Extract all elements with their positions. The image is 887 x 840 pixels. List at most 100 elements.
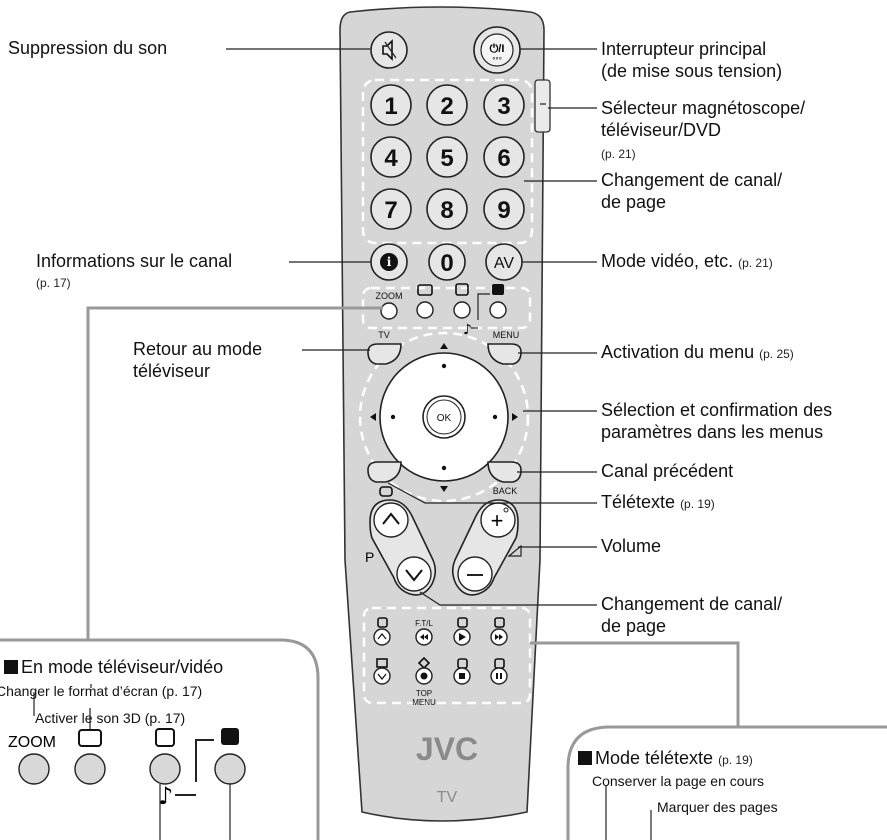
p-label: P bbox=[365, 549, 374, 565]
sound-3d-label: Activer le son 3D (p. 17) bbox=[35, 710, 186, 726]
chevron-up-icon bbox=[382, 512, 400, 525]
menu-activation-label: Activation du menu (p. 25) bbox=[601, 342, 794, 362]
side-selector-switch[interactable] bbox=[534, 79, 551, 133]
ok-button[interactable] bbox=[422, 395, 466, 439]
digit-label: 5 bbox=[440, 145, 453, 172]
stop-icon bbox=[459, 673, 465, 679]
nav-down[interactable] bbox=[441, 465, 447, 471]
digit-button-9[interactable] bbox=[483, 188, 525, 230]
tv-return-label-line2: téléviseur bbox=[133, 361, 211, 381]
panel-sound-icon bbox=[221, 728, 239, 745]
ok-label: OK bbox=[437, 413, 452, 424]
tv-button[interactable] bbox=[367, 343, 402, 365]
digit-label: 2 bbox=[440, 93, 453, 120]
menu-activation-page-ref: (p. 25) bbox=[759, 347, 794, 361]
select-confirm-label-line1: Sélection et confirmation des bbox=[601, 400, 833, 420]
power-icon: ⏻/I bbox=[490, 42, 505, 55]
digit-button-0[interactable] bbox=[428, 243, 466, 281]
back-label: BACK bbox=[493, 486, 518, 496]
panel-3d-button bbox=[74, 753, 106, 785]
nav-up[interactable] bbox=[441, 363, 447, 369]
record-icon bbox=[420, 672, 428, 680]
digit-button-1[interactable] bbox=[370, 84, 412, 126]
play-icon bbox=[459, 633, 466, 641]
book-icon bbox=[376, 658, 388, 668]
screen-format-label: Changer le format d’écran (p. 17) bbox=[0, 683, 203, 699]
channel-label-line1: Changement de canal/ bbox=[601, 170, 783, 190]
info-icon bbox=[380, 253, 398, 271]
teletext-panel-page-ref: (p. 19) bbox=[718, 753, 753, 767]
teletext-up-button[interactable] bbox=[373, 628, 391, 646]
index-icon bbox=[494, 617, 505, 628]
sound-mode-button[interactable] bbox=[489, 301, 507, 319]
channel-label-line2: de page bbox=[601, 192, 667, 212]
teletext-panel-title: Mode télétexte (p. 19) bbox=[578, 748, 753, 769]
digit-label: 7 bbox=[384, 197, 397, 224]
sound-3d-icon bbox=[417, 284, 433, 296]
panel-zoom-label: ZOOM bbox=[8, 734, 56, 751]
teletext-panel bbox=[566, 725, 887, 840]
music-note-icon: ♪ bbox=[463, 322, 472, 338]
sound-3d-button[interactable] bbox=[416, 301, 434, 319]
panel-zoom-button bbox=[18, 753, 50, 785]
menu-label: MENU bbox=[493, 330, 520, 340]
prev-channel-label: Canal précédent bbox=[601, 461, 734, 481]
hold-page-label: Conserver la page en cours bbox=[592, 773, 764, 789]
channel-up-button[interactable] bbox=[373, 502, 409, 538]
rewind-icon bbox=[420, 634, 428, 640]
nav-group-outline bbox=[358, 331, 530, 503]
digit-label: 1 bbox=[384, 93, 397, 120]
chevron-down-icon bbox=[405, 569, 423, 582]
power-label-line2: (de mise sous tension) bbox=[601, 61, 783, 81]
brand-sub: TV bbox=[437, 789, 458, 806]
number-group-outline bbox=[361, 78, 534, 245]
zoom-button[interactable] bbox=[380, 302, 398, 320]
power-label-line1: Interrupteur principal bbox=[601, 39, 767, 59]
digit-button-4[interactable] bbox=[370, 136, 412, 178]
channel-b-label-line1: Changement de canal/ bbox=[601, 594, 783, 614]
selector-label-line2: téléviseur/DVD bbox=[601, 120, 722, 140]
digit-label: 4 bbox=[384, 145, 398, 172]
info-label: Informations sur le canal bbox=[36, 251, 233, 271]
nav-left[interactable] bbox=[390, 414, 396, 420]
teletext-button[interactable] bbox=[367, 461, 402, 483]
selector-page-ref: (p. 21) bbox=[601, 147, 636, 161]
panel-picture-button bbox=[149, 753, 181, 785]
picture-mode-button[interactable] bbox=[453, 301, 471, 319]
teletext-page-ref: (p. 19) bbox=[680, 497, 715, 511]
ftl-label: F.T/L bbox=[415, 619, 433, 628]
speaker-muted-icon bbox=[382, 39, 397, 61]
nav-right[interactable] bbox=[492, 414, 498, 420]
pause-button[interactable] bbox=[490, 667, 508, 685]
teletext-label: Télétexte (p. 19) bbox=[601, 492, 715, 512]
digit-label: 3 bbox=[497, 93, 510, 120]
teletext-down-button[interactable] bbox=[373, 667, 391, 685]
digit-button-3[interactable] bbox=[483, 84, 525, 126]
mute-button[interactable] bbox=[370, 31, 408, 69]
arrow-up-icon bbox=[440, 343, 448, 349]
tv-video-panel bbox=[0, 638, 320, 840]
menu-button[interactable] bbox=[487, 343, 522, 365]
reveal-icon bbox=[457, 617, 468, 628]
digit-button-7[interactable] bbox=[370, 188, 412, 230]
top-menu-label-1: TOP bbox=[416, 689, 432, 698]
arrow-left-icon bbox=[370, 413, 376, 421]
panel-music-note-icon: ♪ bbox=[158, 782, 173, 810]
digit-button-8[interactable] bbox=[426, 188, 468, 230]
panel-sound-button bbox=[214, 753, 246, 785]
fast-forward-icon bbox=[495, 634, 503, 640]
channel-down-button[interactable] bbox=[396, 556, 432, 592]
digit-button-5[interactable] bbox=[426, 136, 468, 178]
select-confirm-label-line2: paramètres dans les menus bbox=[601, 422, 824, 442]
tv-video-panel-title: En mode téléviseur/vidéo bbox=[4, 657, 223, 678]
digit-button-2[interactable] bbox=[426, 84, 468, 126]
arrow-right-icon bbox=[512, 413, 518, 421]
volume-label: Volume bbox=[601, 536, 662, 556]
digit-button-6[interactable] bbox=[483, 136, 525, 178]
mark-pages-label: Marquer des pages bbox=[657, 799, 778, 815]
brand-logo: JVC bbox=[416, 731, 478, 767]
svg-text:°°°: °°° bbox=[492, 56, 502, 65]
back-button[interactable] bbox=[487, 461, 522, 483]
tv-label: TV bbox=[378, 330, 390, 340]
volume-icon bbox=[507, 544, 522, 557]
